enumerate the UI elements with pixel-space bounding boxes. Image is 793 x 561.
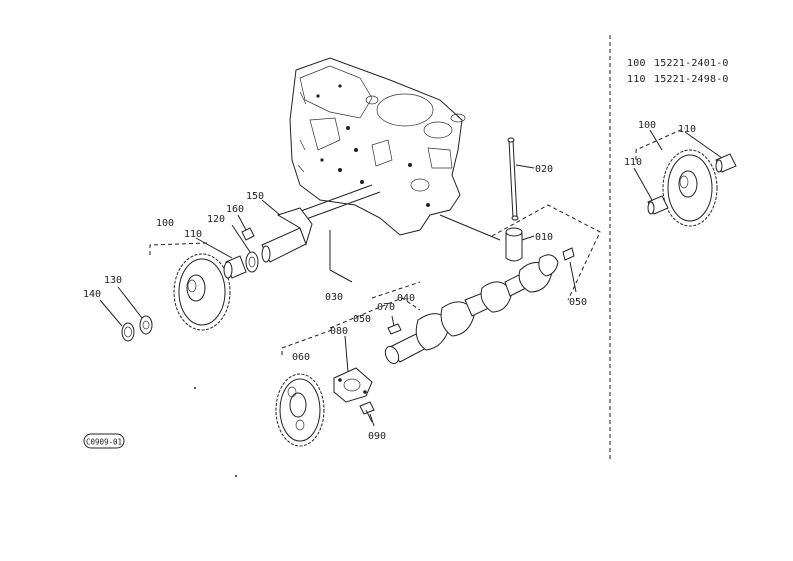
inset-gear-assembly xyxy=(647,149,737,227)
parts-table: 100 15221-2401-0 110 15221-2498-0 xyxy=(627,58,729,85)
callout-060: 060 xyxy=(292,352,310,363)
callout-020: 020 xyxy=(535,164,553,175)
idler-shaft xyxy=(261,207,313,263)
parts-table-ref: 110 xyxy=(627,74,646,85)
callout-050: 050 xyxy=(353,314,371,325)
bushing xyxy=(223,255,247,279)
callout-030: 030 xyxy=(325,292,343,303)
engine-block xyxy=(289,57,466,236)
callout-080: 080 xyxy=(330,326,348,337)
callout-160: 160 xyxy=(226,204,244,215)
callout-070: 070 xyxy=(377,302,395,313)
bolt xyxy=(359,401,375,423)
snap-ring xyxy=(121,322,135,342)
washer xyxy=(245,251,259,273)
callout-130: 130 xyxy=(104,275,122,286)
callout-140: 140 xyxy=(83,289,101,300)
push-rod xyxy=(507,137,519,221)
set-screw xyxy=(562,247,575,261)
parts-table-number: 15221-2498-0 xyxy=(654,74,729,85)
figure-code-label: C0909-01 xyxy=(83,433,125,449)
cam-gear xyxy=(275,373,325,447)
callout-100-inset: 100 xyxy=(638,120,656,131)
collar xyxy=(139,315,153,335)
callout-090: 090 xyxy=(368,431,386,442)
woodruff-key xyxy=(387,323,402,335)
callout-120: 120 xyxy=(207,214,225,225)
shaft-bolt xyxy=(241,227,255,241)
figure-code: C0909-01 xyxy=(86,438,122,447)
callout-040: 040 xyxy=(397,293,415,304)
callout-050-right: 050 xyxy=(569,297,587,308)
parts-table-ref: 100 xyxy=(627,58,646,69)
parts-table-number: 15221-2401-0 xyxy=(654,58,729,69)
callout-150: 150 xyxy=(246,191,264,202)
camshaft xyxy=(384,254,559,365)
tappet xyxy=(505,227,523,262)
callout-110: 110 xyxy=(184,229,202,240)
thrust-plate xyxy=(333,367,373,403)
callout-110-inset: 110 xyxy=(678,124,696,135)
callout-100: 100 xyxy=(156,218,174,229)
callout-110-inset-left: 110 xyxy=(624,157,642,168)
idler-gear xyxy=(173,253,231,331)
callout-010: 010 xyxy=(535,232,553,243)
